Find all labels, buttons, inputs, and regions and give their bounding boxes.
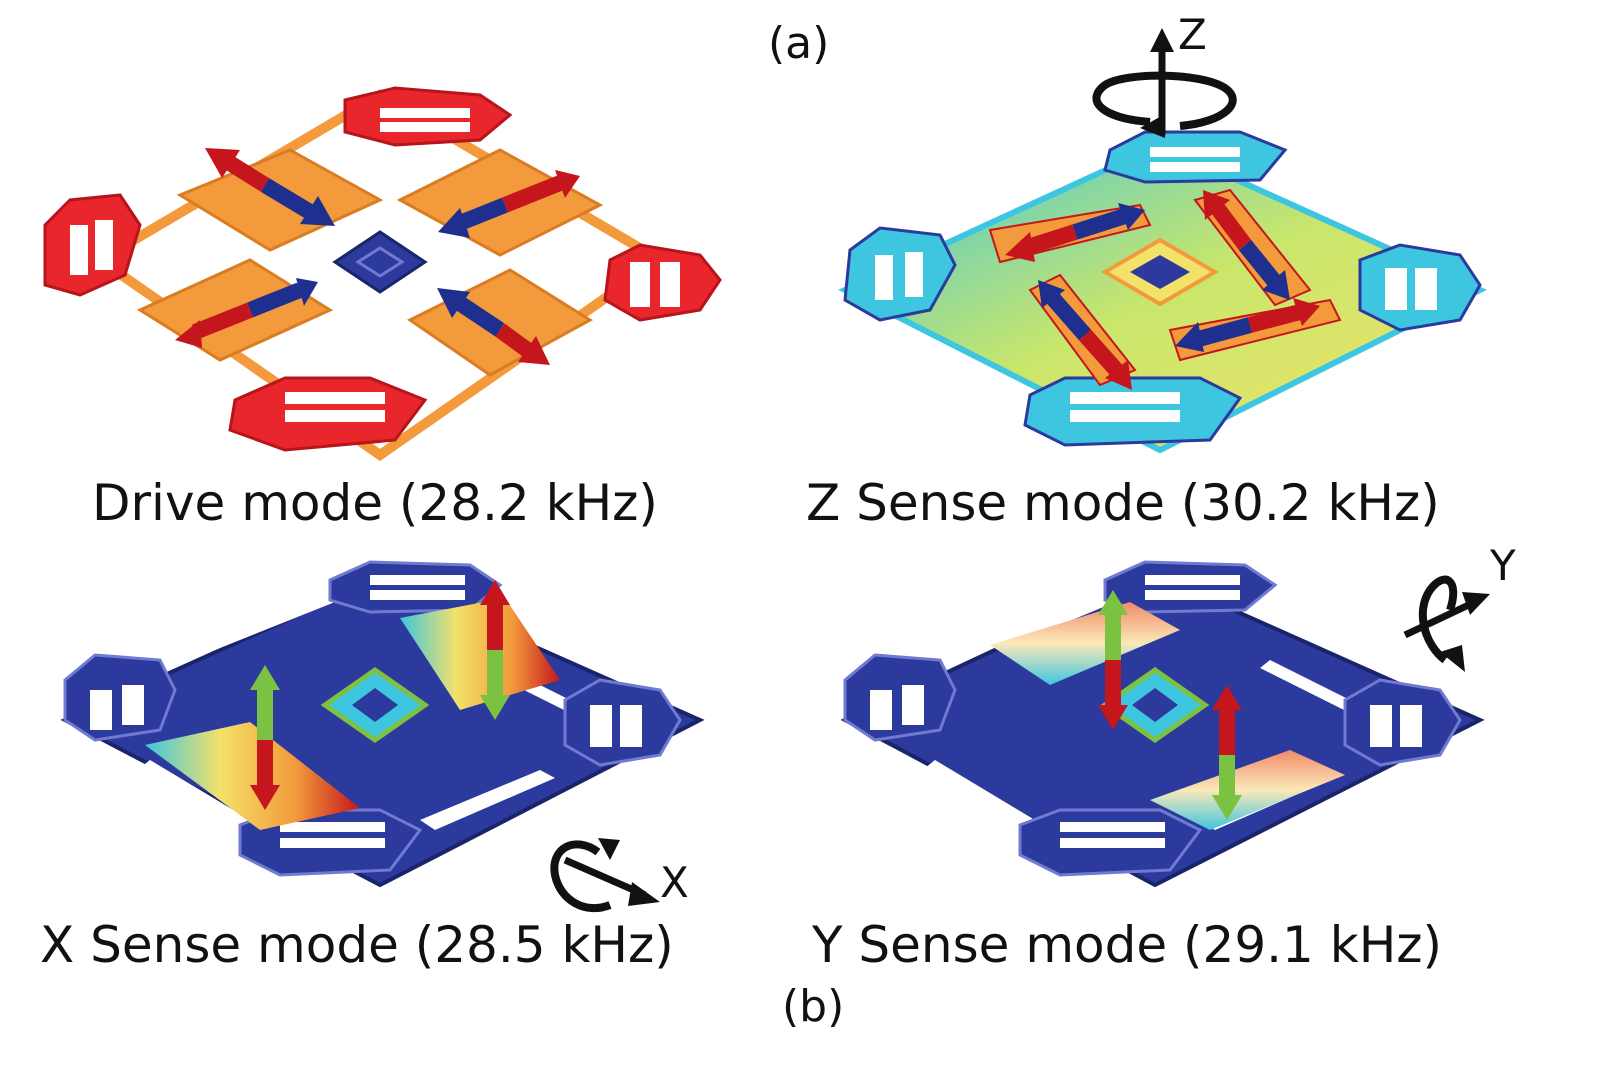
- x-hot-mass-bottom: [145, 722, 360, 830]
- z-arrows: [1005, 190, 1320, 390]
- y-sense-panel: [840, 560, 1490, 888]
- z-axis-label: Z: [1178, 10, 1207, 59]
- drive-center-anchor: [332, 230, 428, 294]
- y-pale-mass-bottom: [1150, 750, 1345, 830]
- y-pale-mass-top: [990, 602, 1180, 685]
- drive-mode-caption: Drive mode (28.2 kHz): [92, 474, 658, 532]
- part-a-label: (a): [768, 18, 830, 69]
- part-b-label: (b): [782, 981, 845, 1032]
- x-sense-caption: X Sense mode (28.5 kHz): [40, 916, 674, 974]
- x-axis-label: X: [660, 858, 689, 907]
- y-sense-caption: Y Sense mode (29.1 kHz): [812, 916, 1443, 974]
- drive-mode-panel: [43, 86, 722, 462]
- x-arrows: [250, 580, 510, 810]
- y-arrows: [1098, 590, 1242, 820]
- z-sense-panel: [838, 28, 1487, 454]
- x-rotation-icon: [550, 838, 660, 913]
- z-rotation-icon: [1092, 28, 1237, 138]
- y-axis-label: Y: [1490, 541, 1516, 590]
- y-rotation-icon: [1403, 575, 1490, 672]
- drive-arrows: [175, 148, 580, 365]
- x-sense-panel: [60, 560, 705, 913]
- z-sense-caption: Z Sense mode (30.2 kHz): [806, 474, 1440, 532]
- x-hot-mass-top: [400, 598, 560, 710]
